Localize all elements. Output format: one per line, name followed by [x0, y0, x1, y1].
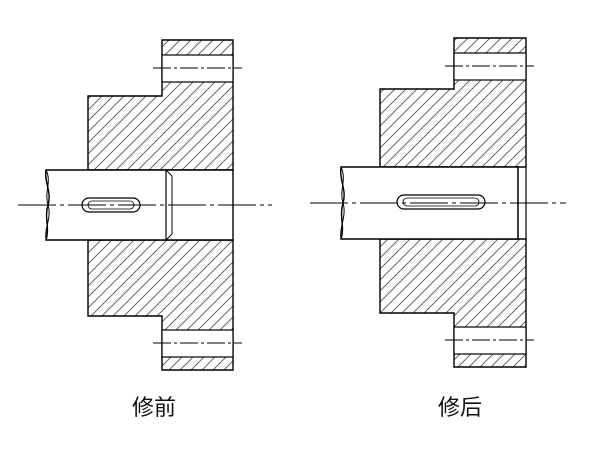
- caption-after: 修后: [438, 396, 483, 421]
- after-section-view: [310, 37, 566, 368]
- caption-before: 修前: [132, 396, 177, 421]
- before-section-view: [18, 39, 272, 371]
- after-keyway: [396, 194, 486, 210]
